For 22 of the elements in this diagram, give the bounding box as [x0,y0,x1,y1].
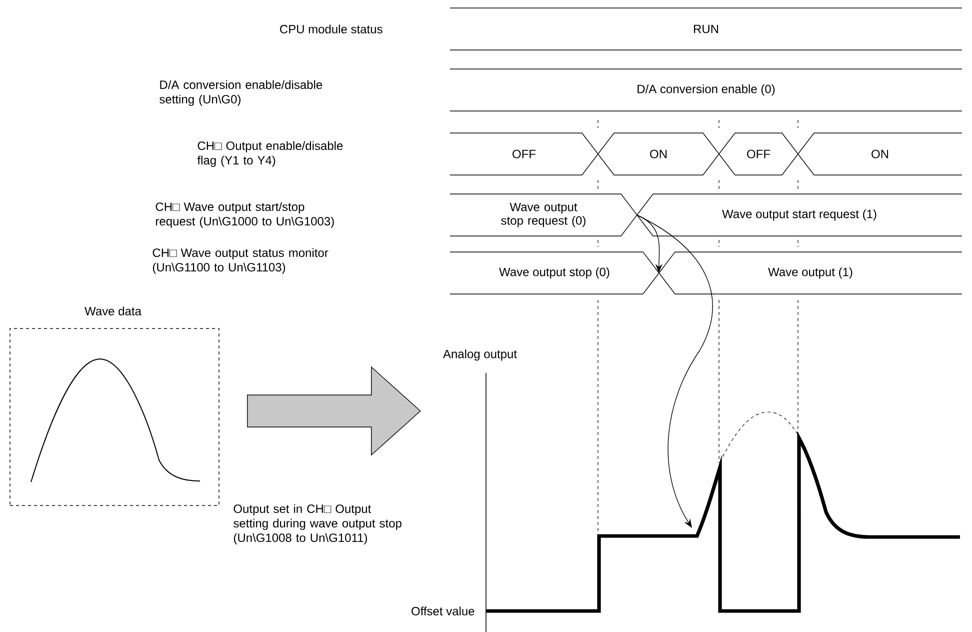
signal-band: D/A conversion enable (0) [450,68,962,112]
signal-label: Output set in CH□ Output setting during wave output stop (Un\G1008 to Un\G1011) [234,504,402,544]
signal-label: CH□ Wave output status monitor (Un\G1100 to Un\G1103) [152,248,328,274]
wave-data-box: Wave data [10,306,220,506]
signal-band: Wave output (1) [658,252,962,294]
signal-label: CH□ Wave output start/stop request (Un\G1000 to Un\G1003) [156,202,334,228]
signal-label: D/A conversion enable/disable setting (Un\G0) [160,80,322,106]
signal-band: Wave output stop (0) [450,252,660,294]
signal-label: CH□ Output enable/disable flag (Y1 to Y4) [197,141,343,167]
node-label: Wave data [84,306,142,316]
signal-band: OFF [718,132,798,176]
signal-label: Analog output [443,349,517,361]
arrow [636,214,713,528]
signal-band: ON [598,132,720,176]
block-arrow [247,366,421,456]
signal-label: Offset value [412,606,474,616]
signal-band: RUN [450,8,962,50]
signal-band: Wave output stop request (0) [450,194,638,236]
signal-band: ON [798,132,962,176]
signal-label: CPU module status [280,24,382,34]
signal-band: OFF [450,132,598,176]
signal-band: Wave output start request (1) [636,194,962,236]
